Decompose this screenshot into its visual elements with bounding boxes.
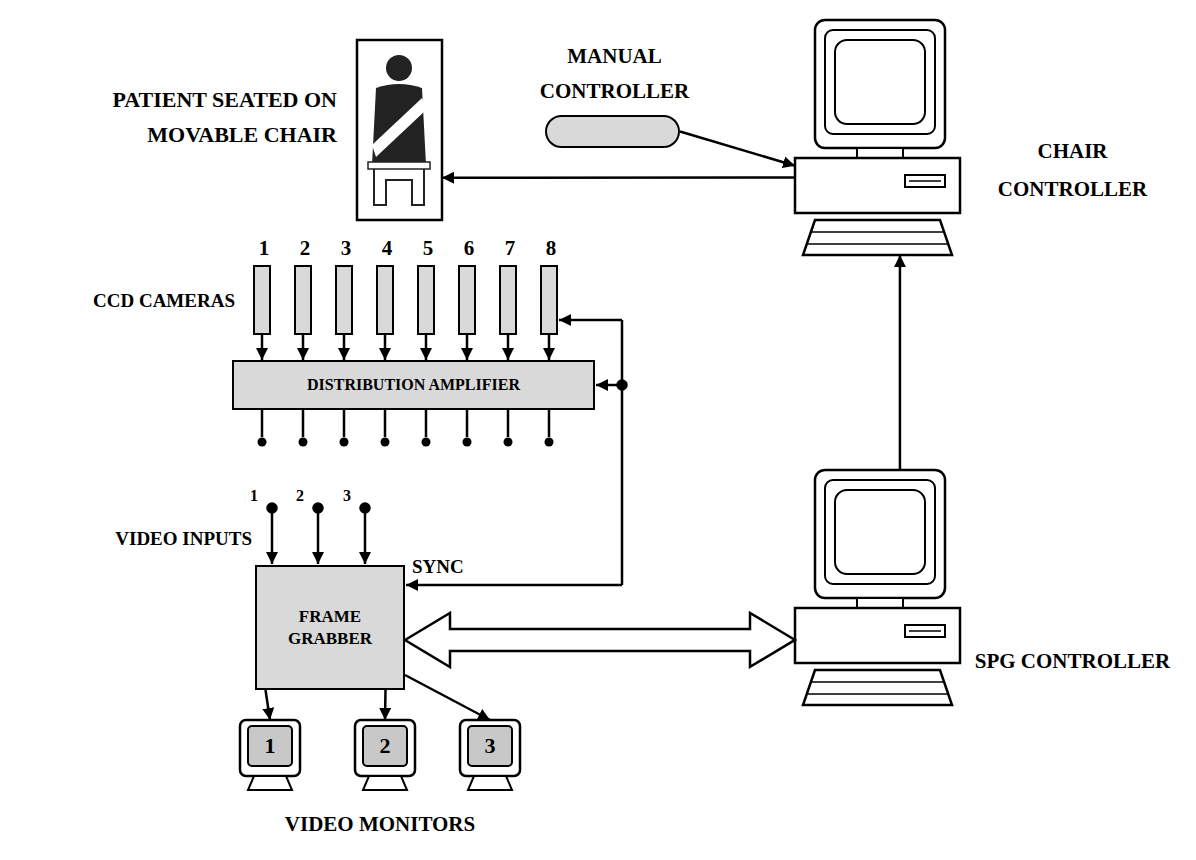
input-number: 1 [244,486,264,505]
node-label: CHAIR CONTROLLER [965,132,1180,208]
signal-arrow [302,335,305,360]
computer-illustration [795,20,960,705]
computer: CHAIR CONTROLLER [795,20,960,255]
node-label: 8 [521,236,581,261]
input-number: 2 [290,486,310,505]
monitor-illustration [240,720,520,790]
group-label: VIDEO MONITORS [200,812,560,837]
ccd-camera: 5 [417,265,435,335]
signal-arrow [466,335,469,360]
video-input-wiring [268,504,370,565]
node-label: 4 [357,236,417,261]
signal-arrow [899,255,902,470]
node-label: 5 [398,236,458,261]
computer: SPG CONTROLLER [795,470,960,705]
signal-arrow [680,132,795,166]
signal-arrow [507,335,510,360]
signal-name: SYNC [412,556,492,579]
node-label: 7 [480,236,540,261]
node-label: PATIENT SEATED ON MOVABLE CHAIR [7,82,337,152]
ccd-camera: 2 [294,265,312,335]
patient-figure [357,40,442,220]
controller-pill: MANUAL CONTROLLER [545,115,680,148]
signal-arrow [384,335,387,360]
amplifier-outputs [258,410,554,447]
node-label: 2 [275,236,335,261]
data-bus-arrow [405,613,795,667]
node-label: SPG CONTROLLER [965,642,1180,680]
ccd-camera: 4 [376,265,394,335]
node-label: 1 [248,726,292,766]
amplifier-box: DISTRIBUTION AMPLIFIER [232,360,595,410]
ccd-camera: 8 [540,265,558,335]
node-label: FRAME GRABBER [274,606,386,649]
group-label: VIDEO INPUTS [40,528,252,551]
node-label: MANUAL CONTROLLER [507,39,722,109]
node-label: DISTRIBUTION AMPLIFIER [307,375,520,395]
video-monitor: 3 [460,720,520,790]
input-number: 3 [337,486,357,505]
signal-arrow [343,335,346,360]
signal-arrow [548,335,551,360]
node-label: 3 [468,726,512,766]
patient-chair: PATIENT SEATED ON MOVABLE CHAIR [357,40,442,220]
signal-arrow [261,335,264,360]
ccd-camera: 3 [335,265,353,335]
signal-arrow [266,690,271,720]
frame-grabber-box: FRAME GRABBER [255,565,405,690]
ccd-camera: 1 [253,265,271,335]
signal-arrow [384,690,387,720]
ccd-camera: 6 [458,265,476,335]
video-monitor: 1 [240,720,300,790]
signal-arrow [425,335,428,360]
ccd-camera: 7 [499,265,517,335]
group-label: CCD CAMERAS [30,290,235,313]
signal-arrow [405,675,490,720]
node-label: 3 [316,236,376,261]
node-label: 6 [439,236,499,261]
node-label: 1 [234,236,294,261]
signal-arrow [442,176,795,179]
node-label: 2 [363,726,407,766]
video-monitor: 2 [355,720,415,790]
